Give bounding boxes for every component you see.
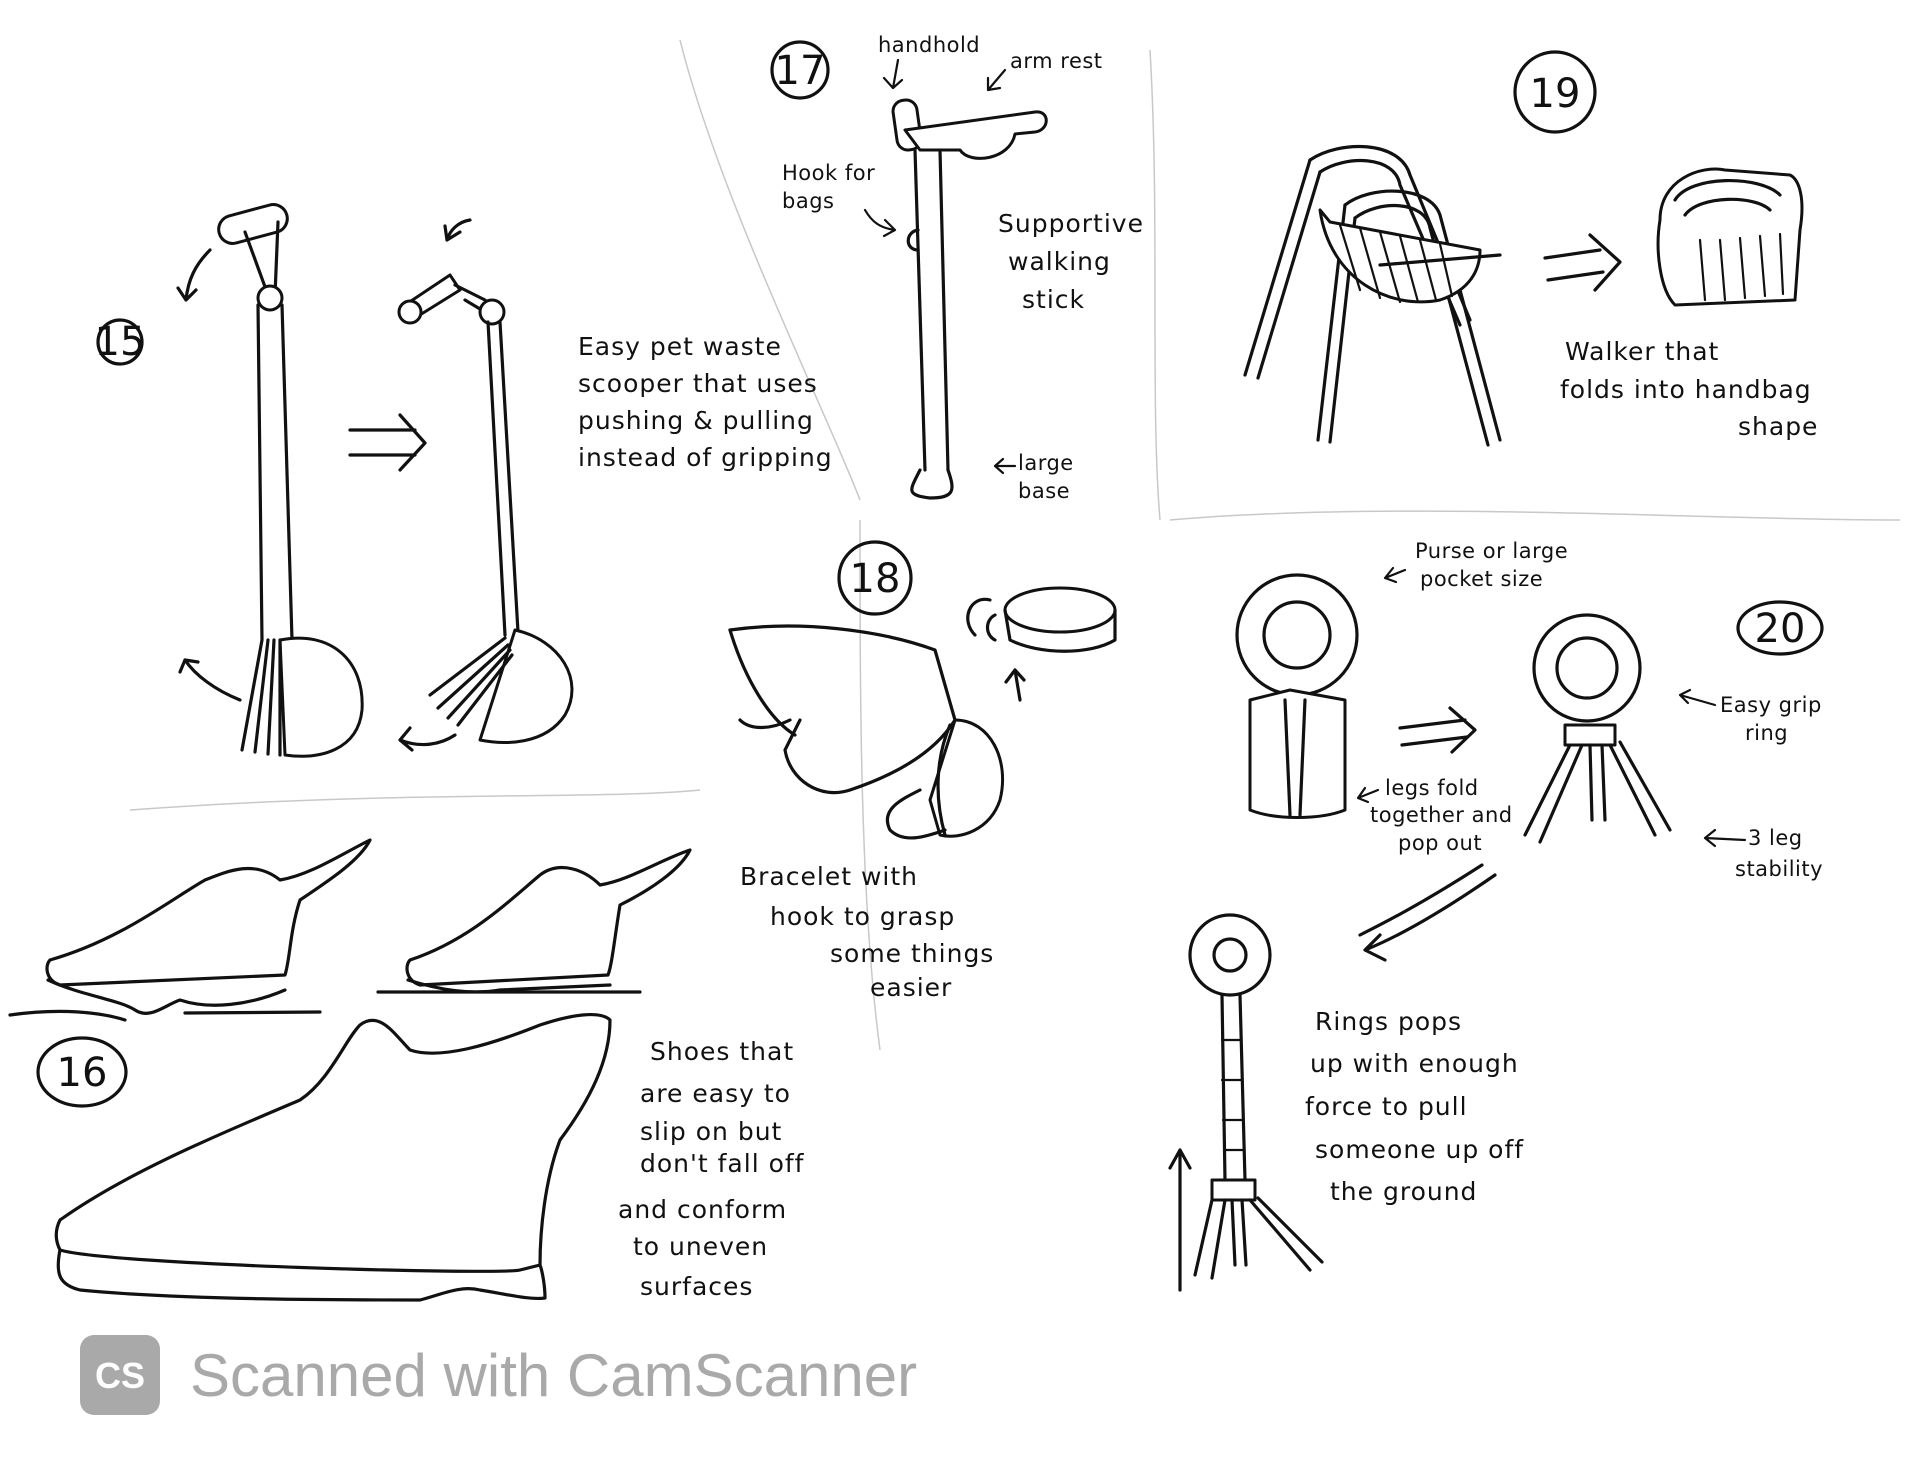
walker-arrow xyxy=(1543,233,1622,292)
grip-ring-popped-drawing xyxy=(1168,863,1497,1292)
desc-19-line-3: shape xyxy=(1738,412,1818,441)
desc-16-line-6: to uneven xyxy=(633,1232,768,1261)
sketch-17-description: Supportive walking stick xyxy=(998,209,1144,314)
label-base-line-1: large xyxy=(1018,451,1074,475)
grip-ring-labels: Purse or large pocket size Easy grip rin… xyxy=(1356,539,1823,881)
sketch-18-description: Bracelet with hook to grasp some things … xyxy=(740,862,994,1002)
desc-15-line-1: Easy pet waste xyxy=(578,332,782,361)
scooper-arrow xyxy=(348,413,427,472)
grip-ring-arrow xyxy=(1398,706,1477,754)
sketch-18: 18 Bracelet with hook to grasp some thin… xyxy=(728,540,1117,1002)
sketch-16-description: Shoes that are easy to slip on but don't… xyxy=(618,1037,805,1301)
desc-18-line-2: hook to grasp xyxy=(770,902,955,931)
walking-stick-labels: handhold arm rest Hook for bags large ba… xyxy=(782,33,1103,503)
sketch-19-description: Walker that folds into handbag shape xyxy=(1560,337,1818,441)
camscanner-watermark-text: Scanned with CamScanner xyxy=(190,1342,917,1409)
desc-16-line-5: and conform xyxy=(618,1195,787,1224)
sketch-15-number: 15 xyxy=(95,319,146,365)
desc-20-line-5: the ground xyxy=(1330,1177,1477,1206)
label-grip-line-1: Easy grip xyxy=(1720,693,1822,717)
label-legs-line-2: together and xyxy=(1370,803,1513,827)
walker-open-drawing xyxy=(1243,144,1502,447)
label-base-line-2: base xyxy=(1018,479,1070,503)
sketch-17: 17 handhold arm rest Hook for bags large… xyxy=(770,33,1144,503)
sketch-17-number: 17 xyxy=(775,48,826,94)
desc-19-line-1: Walker that xyxy=(1565,337,1719,366)
label-grip-line-2: ring xyxy=(1745,721,1788,745)
scooper-closed-drawing xyxy=(397,218,574,752)
label-hook-line-2: bags xyxy=(782,189,834,213)
desc-17-line-3: stick xyxy=(1022,285,1085,314)
label-handhold: handhold xyxy=(878,33,980,57)
label-hook-line-1: Hook for xyxy=(782,161,875,185)
desc-19-line-2: folds into handbag xyxy=(1560,375,1812,404)
panel-separators xyxy=(129,39,1901,1051)
label-legs-line-1: legs fold xyxy=(1385,776,1479,800)
shoe-small-right-drawing xyxy=(376,848,692,994)
desc-18-line-4: easier xyxy=(870,973,952,1002)
sketch-19: 19 Walker that folds into handbag shape xyxy=(1243,50,1818,447)
sketch-18-number-circle xyxy=(837,540,913,616)
desc-18-line-1: Bracelet with xyxy=(740,862,918,891)
sketch-16-number: 16 xyxy=(57,1050,108,1096)
desc-20-line-3: force to pull xyxy=(1305,1092,1468,1121)
sketch-19-number-circle xyxy=(1513,50,1597,134)
grip-ring-open-drawing xyxy=(1523,613,1672,844)
shoe-large-drawing xyxy=(54,1013,612,1302)
camscanner-logo-icon xyxy=(80,1335,160,1415)
shoe-small-left-drawing xyxy=(8,838,372,1022)
label-stability-line-1: 3 leg xyxy=(1748,826,1803,850)
desc-15-line-2: scooper that uses xyxy=(578,369,818,398)
grip-ring-folded-drawing xyxy=(1235,573,1359,819)
sketch-15-number-circle xyxy=(96,318,144,366)
camscanner-watermark: CS Scanned with CamScanner xyxy=(80,1335,917,1415)
sketch-19-number: 19 xyxy=(1530,71,1581,117)
desc-20-line-2: up with enough xyxy=(1310,1049,1519,1078)
desc-15-line-4: instead of gripping xyxy=(578,443,833,472)
desc-17-line-2: walking xyxy=(1008,247,1111,276)
desc-16-line-7: surfaces xyxy=(640,1272,753,1301)
desc-18-line-3: some things xyxy=(830,939,994,968)
desc-16-line-2: are easy to xyxy=(640,1079,791,1108)
sketch-15-description: Easy pet waste scooper that uses pushing… xyxy=(578,332,833,472)
desc-17-line-1: Supportive xyxy=(998,209,1144,238)
sketch-20-description: Rings pops up with enough force to pull … xyxy=(1305,1007,1524,1206)
walking-stick-drawing xyxy=(891,98,1048,500)
sketch-16: 16 Shoes that are easy to slip on but do… xyxy=(8,838,805,1302)
sketch-18-number: 18 xyxy=(850,556,901,602)
desc-16-line-1: Shoes that xyxy=(650,1037,794,1066)
label-arm-rest: arm rest xyxy=(1010,49,1103,73)
desc-20-line-1: Rings pops xyxy=(1315,1007,1462,1036)
scooper-open-drawing xyxy=(176,203,364,758)
sketch-20: 20 xyxy=(1168,539,1824,1292)
desc-16-line-4: don't fall off xyxy=(640,1149,805,1178)
desc-20-line-4: someone up off xyxy=(1315,1135,1524,1164)
camscanner-badge-text: CS xyxy=(95,1355,145,1396)
walker-folded-drawing xyxy=(1656,167,1804,307)
sketch-20-number: 20 xyxy=(1755,606,1806,652)
label-purse-line-1: Purse or large xyxy=(1415,539,1568,563)
label-stability-line-2: stability xyxy=(1735,857,1823,881)
label-purse-line-2: pocket size xyxy=(1420,567,1543,591)
desc-15-line-3: pushing & pulling xyxy=(578,406,814,435)
sketch-16-number-circle xyxy=(36,1036,128,1108)
bracelet-drawing xyxy=(728,586,1117,840)
label-legs-line-3: pop out xyxy=(1398,831,1482,855)
sketch-17-number-circle xyxy=(770,40,830,100)
desc-16-line-3: slip on but xyxy=(640,1117,782,1146)
sketch-20-number-circle xyxy=(1736,600,1824,656)
sketch-15: 15 Easy pet waste xyxy=(95,203,833,758)
